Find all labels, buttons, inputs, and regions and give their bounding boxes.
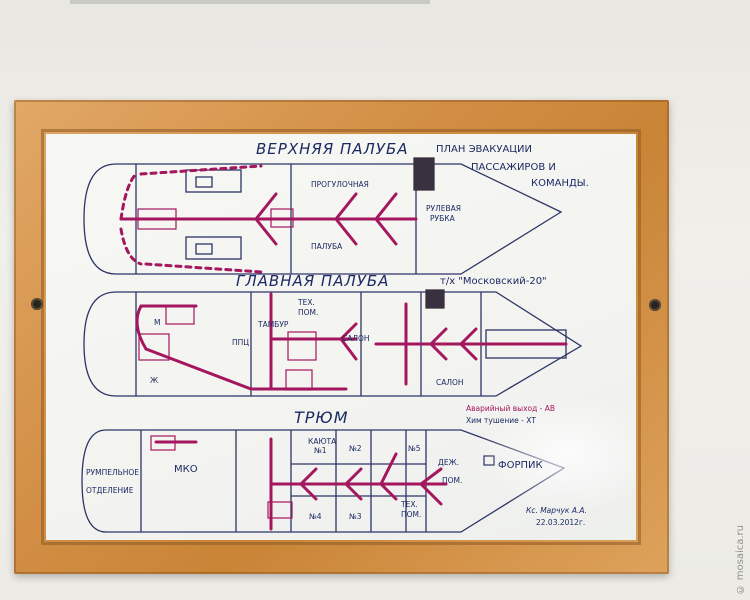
plan-title-line2: ПАССАЖИРОВ И (471, 162, 556, 173)
label-cabin-1-no: №1 (314, 446, 327, 455)
label-duty-2: ПОМ. (442, 476, 463, 485)
plan-title-line3: КОМАНДЫ. (531, 178, 589, 189)
label-wheelhouse-1: РУЛЕВАЯ (426, 204, 461, 213)
label-cabin-5: №5 (408, 444, 421, 453)
top-strip (70, 0, 430, 4)
watermark: © mosaica.ru (735, 524, 746, 594)
label-pps: ППЦ (232, 338, 250, 347)
plan-title-line1: ПЛАН ЭВАКУАЦИИ (436, 144, 533, 155)
main-deck-hull (83, 291, 583, 397)
label-tambour: ТАМБУР (258, 320, 289, 329)
right-screw (649, 299, 661, 311)
evacuation-plan-sheet: ВЕРХНЯЯ ПАЛУБА ГЛАВНАЯ ПАЛУБА ТРЮМ ПЛАН … (46, 134, 636, 540)
label-m: М (154, 318, 161, 327)
upper-deck-title: ВЕРХНЯЯ ПАЛУБА (256, 140, 409, 158)
label-cabin-4: №4 (309, 512, 322, 521)
label-tech-room-3: ТЕХ. (401, 500, 418, 509)
label-zh: Ж (150, 376, 159, 385)
label-salon-2: САЛОН (436, 378, 464, 387)
label-steering-1: РУМПЕЛЬНОЕ (86, 468, 140, 477)
label-tech-room-4: ПОМ. (401, 510, 422, 519)
ship-name: т/х "Московский-20" (440, 276, 547, 287)
label-promenade: ПРОГУЛОЧНАЯ (311, 180, 369, 189)
legend-emergency-exit: Аварийный выход - АВ (466, 404, 556, 413)
main-route-aft (144, 347, 348, 391)
legend-fire-ext: Хим тушение - ХТ (466, 416, 536, 425)
label-salon-1: САЛОН (342, 334, 370, 343)
label-tech-room-2: ПОМ. (298, 308, 319, 317)
left-screw (31, 298, 43, 310)
label-deck-area: ПАЛУБА (311, 242, 343, 251)
main-deck-title: ГЛАВНАЯ ПАЛУБА (236, 272, 390, 290)
label-cabin-3: №3 (349, 512, 362, 521)
label-tech-room-1: ТЕХ. (298, 298, 315, 307)
label-steering-2: ОТДЕЛЕНИЕ (86, 486, 134, 495)
upper-deck-hull (83, 163, 563, 275)
label-duty-1: ДЕЖ. (438, 458, 460, 467)
ship-plan-drawing (81, 157, 583, 533)
signature-date: 22.03.2012г. (536, 518, 586, 527)
label-cabin-2: №2 (349, 444, 362, 453)
label-mko: МКО (174, 464, 198, 475)
hold-title: ТРЮМ (294, 408, 349, 427)
label-forepeak: ФОРПИК (498, 460, 543, 471)
label-wheelhouse-2: РУБКА (430, 214, 455, 223)
signature-name: Кс. Марчук А.А. (526, 506, 587, 515)
hold-hull (81, 429, 566, 533)
label-cabin-1: КАЮТА (308, 437, 337, 446)
